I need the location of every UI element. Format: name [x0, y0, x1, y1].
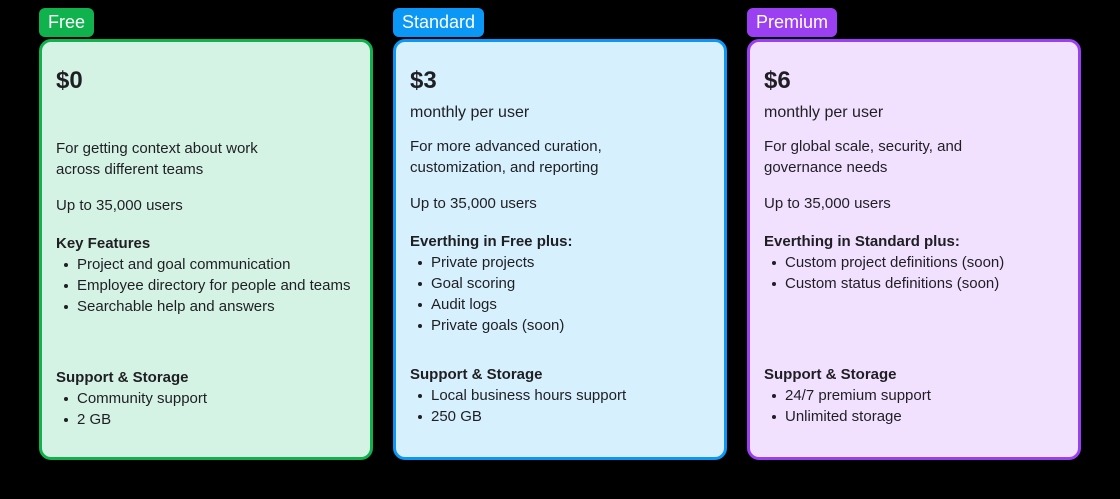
plan-user-limit: Up to 35,000 users [410, 195, 537, 212]
plan-description-line: For more advanced curation, [410, 138, 602, 155]
support-list: Local business hours support 250 GB [410, 385, 710, 427]
features-title: Everthing in Free plus: [410, 233, 573, 250]
feature-item: Audit logs [418, 294, 710, 315]
support-item: Local business hours support [418, 385, 710, 406]
support-section: Support & Storage 24/7 premium support U… [764, 364, 1064, 427]
feature-item: Custom status definitions (soon) [772, 273, 1064, 294]
support-item: Community support [64, 388, 356, 409]
feature-item: Private projects [418, 252, 710, 273]
feature-item: Project and goal communication [64, 254, 356, 275]
feature-item: Private goals (soon) [418, 315, 710, 336]
support-list: 24/7 premium support Unlimited storage [764, 385, 1064, 427]
feature-item: Employee directory for people and teams [64, 275, 356, 296]
support-section: Support & Storage Community support 2 GB [56, 367, 356, 430]
plan-card-standard[interactable]: $3 monthly per user For more advanced cu… [393, 39, 727, 460]
features-list: Project and goal communication Employee … [56, 254, 356, 317]
plan-card-premium[interactable]: $6 monthly per user For global scale, se… [747, 39, 1081, 460]
support-section: Support & Storage Local business hours s… [410, 364, 710, 427]
support-list: Community support 2 GB [56, 388, 356, 430]
support-item: 24/7 premium support [772, 385, 1064, 406]
plan-card-free[interactable]: $0 For getting context about work across… [39, 39, 373, 460]
plan-price: $6 [764, 67, 791, 94]
plan-description-line: For global scale, security, and [764, 138, 963, 155]
plan-premium: Premium $6 monthly per user For global s… [747, 8, 1081, 460]
plan-description-line: across different teams [56, 161, 204, 178]
support-item: Unlimited storage [772, 406, 1064, 427]
support-item: 250 GB [418, 406, 710, 427]
plan-description: For getting context about work across di… [56, 138, 356, 180]
plan-period: monthly per user [764, 104, 884, 121]
plan-period: monthly per user [410, 104, 530, 121]
plan-price: $3 [410, 67, 437, 94]
plan-description: For more advanced curation, customizatio… [410, 136, 710, 178]
features-title: Everthing in Standard plus: [764, 233, 960, 250]
feature-item: Custom project definitions (soon) [772, 252, 1064, 273]
plan-description: For global scale, security, and governan… [764, 136, 1064, 178]
features-list: Custom project definitions (soon) Custom… [764, 252, 1064, 294]
plan-description-line: customization, and reporting [410, 159, 599, 176]
plan-badge-premium: Premium [747, 8, 838, 37]
plan-price: $0 [56, 67, 83, 94]
plan-user-limit: Up to 35,000 users [764, 195, 891, 212]
feature-item: Goal scoring [418, 273, 710, 294]
plan-badge-standard: Standard [393, 8, 485, 37]
plan-badge-free: Free [39, 8, 95, 37]
support-title: Support & Storage [764, 366, 897, 383]
features-list: Private projects Goal scoring Audit logs… [410, 252, 710, 336]
support-title: Support & Storage [56, 369, 189, 386]
support-title: Support & Storage [410, 366, 543, 383]
plan-description-line: governance needs [764, 159, 888, 176]
plan-free: Free $0 For getting context about work a… [39, 8, 373, 460]
plan-standard: Standard $3 monthly per user For more ad… [393, 8, 727, 460]
support-item: 2 GB [64, 409, 356, 430]
plan-period [56, 102, 356, 124]
plan-user-limit: Up to 35,000 users [56, 197, 183, 214]
feature-item: Searchable help and answers [64, 296, 356, 317]
plan-description-line: For getting context about work [56, 140, 258, 157]
features-title: Key Features [56, 235, 151, 252]
